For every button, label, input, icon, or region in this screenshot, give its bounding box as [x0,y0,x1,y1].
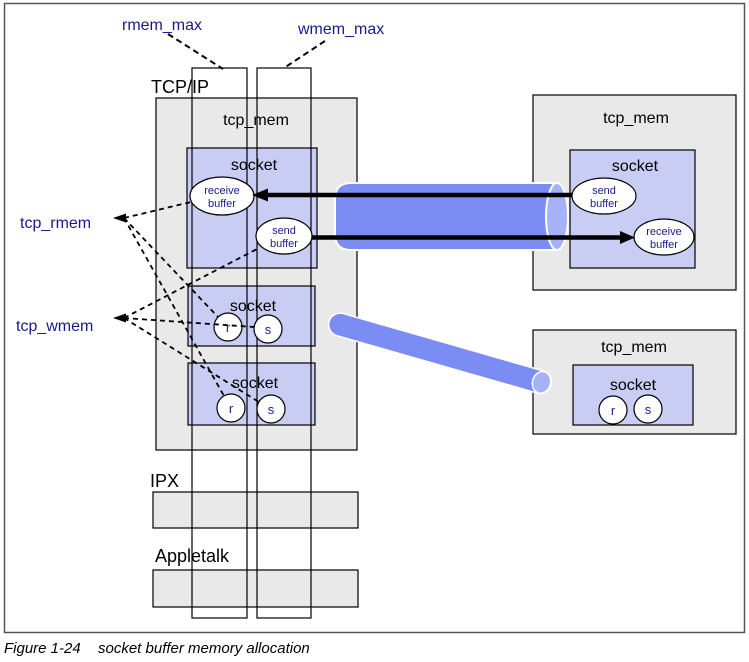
diagonal-pipe-cap [531,370,552,394]
receive-buffer-text-line1-local: receive [204,185,239,197]
ipx-box [152,491,359,529]
figure-number: Figure 1-24 [4,640,81,657]
send-buffer-text-line1-local: send [272,225,296,237]
tcp-rmem-fan-lines [113,201,225,397]
wmem-max-leader-line [283,40,326,69]
diagonal-pipe [327,312,553,395]
s-circle-socket-3 [256,394,286,424]
remote-send-to-local-receive-arrow [252,188,572,202]
wmem-max-column [256,67,312,619]
receive-buffer-ellipse-local [189,176,255,216]
horizontal-pipe [334,182,569,251]
receive-buffer-text-line2-local: buffer [208,198,236,210]
ipx-label: IPX [150,471,179,491]
socket-label-1: socket [231,157,278,174]
r-text-socket-2: r [226,320,231,335]
tcp-rmem-arrowhead [113,213,126,223]
s-circle-remote [633,394,663,424]
diagonal-pipe-body [327,312,553,395]
tcp-mem-label-remote-2: tcp_mem [601,339,667,356]
s-text-socket-3: s [268,402,275,417]
s-text-socket-2: s [265,322,272,337]
socket-box-2 [187,285,316,347]
socket-label-3: socket [232,375,279,392]
rmem-max-leader-line [167,33,224,70]
figure-title: socket buffer memory allocation [98,640,310,657]
socket-box-3 [187,362,316,426]
send-buffer-text-line2-remote: buffer [590,198,618,210]
horizontal-pipe-body [334,182,558,251]
send-buffer-text-line2-local: buffer [270,238,298,250]
rmem-max-label: rmem_max [122,17,202,34]
local-send-to-remote-receive-arrow [312,231,635,244]
r-text-socket-3: r [229,401,234,416]
horizontal-pipe-cap [545,182,569,251]
receive-buffer-text-line2-remote: buffer [650,239,678,251]
socket-label-remote-1: socket [612,158,659,175]
socket-label-2: socket [230,298,277,315]
r-circle-remote [598,395,628,425]
remote-socket-box-2 [572,364,694,426]
wmem-max-label: wmem_max [297,21,384,38]
s-text-remote: s [645,402,652,417]
receive-buffer-text-line1-remote: receive [646,226,681,238]
send-buffer-text-line1-remote: send [592,185,616,197]
tcpip-label: TCP/IP [151,77,209,97]
receive-buffer-ellipse-remote [633,218,695,256]
tcp-rmem-label: tcp_rmem [20,215,91,232]
rmem-max-column [191,67,248,619]
tcp-wmem-arrowhead [113,313,126,323]
tcp-mem-label-local: tcp_mem [223,112,289,129]
appletalk-label: Appletalk [155,546,230,566]
r-text-remote: r [611,403,616,418]
tcp-mem-label-remote-1: tcp_mem [603,110,669,127]
tcp-wmem-label: tcp_wmem [16,318,93,335]
appletalk-box [152,569,359,608]
r-circle-socket-3 [216,393,246,423]
s-circle-socket-2 [253,314,283,344]
tcp-wmem-fan-lines [113,247,260,403]
socket-label-remote-2: socket [610,377,657,394]
